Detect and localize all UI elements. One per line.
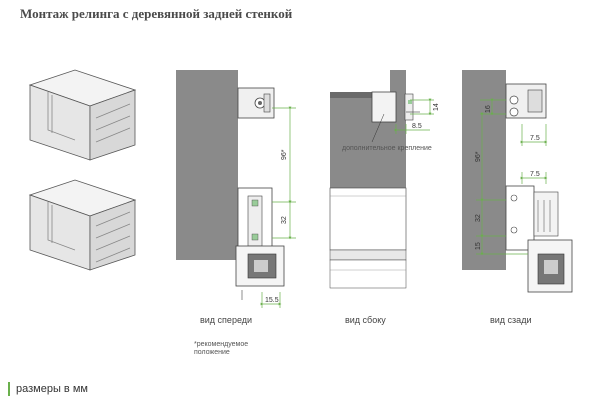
side-lower-panel: [329, 187, 407, 251]
side-bracket: [371, 91, 397, 123]
back-dim-7-5-top: 7.5: [530, 135, 540, 142]
front-dim-96: 96*: [281, 149, 288, 160]
side-dim-14: 14: [433, 103, 440, 111]
drawer-illustration-top: [28, 69, 137, 161]
back-wall: [462, 70, 506, 270]
drawer-illustration-bottom: [28, 179, 137, 271]
side-view-label: вид сбоку: [345, 315, 386, 325]
front-dim-15-5: 15.5: [265, 297, 279, 304]
back-view-label: вид сзади: [490, 315, 531, 325]
recommended-note-line2: положение: [194, 349, 230, 356]
front-view: 96* 32 15.5 вид спереди *рекомендуемое п…: [176, 70, 296, 356]
back-dim-7-5-bottom: 7.5: [530, 171, 540, 178]
page-title: Монтаж релинга с деревянной задней стенк…: [20, 6, 293, 21]
back-dim-16: 16: [485, 105, 492, 113]
side-dim-8-5: 8.5: [412, 123, 422, 130]
back-dim-96: 96*: [475, 151, 482, 162]
back-dim-15: 15: [475, 242, 482, 250]
front-dim-32: 32: [281, 216, 288, 224]
back-view: 16 96* 7.5 7.5 32 15 вид сзади: [462, 70, 573, 325]
additional-fastening-note: дополнительное крепление: [342, 145, 432, 152]
recommended-note-line1: *рекомендуемое: [194, 341, 248, 348]
front-wall: [176, 70, 238, 260]
back-lower-profile: [505, 185, 535, 251]
front-view-label: вид спереди: [200, 315, 252, 325]
side-view: 14 8.5 дополнительное крепление вид сбок…: [329, 70, 440, 325]
back-dim-32: 32: [475, 214, 482, 222]
units-footer: размеры в мм: [8, 382, 88, 396]
